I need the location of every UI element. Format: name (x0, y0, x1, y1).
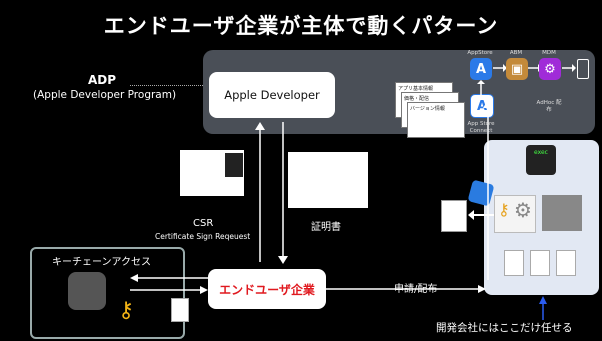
exec-icon: exec (526, 145, 556, 175)
csr-label: CSR (193, 218, 214, 229)
arrow-appstore-abm (493, 64, 507, 72)
dev-company-note: 開発会社にはここだけ任せる (436, 322, 573, 334)
doc-version: バージョン情報 (407, 102, 465, 138)
keychain-enduser-arrows (130, 274, 208, 294)
mdm-label: MDM (542, 50, 556, 56)
certificate-label: 証明書 (311, 222, 341, 233)
diagram-title: エンドユーザ企業が主体で動くパターン (103, 14, 499, 38)
appstore-icon: A (470, 58, 492, 80)
arrow-up-to-appstore-connect (483, 100, 493, 280)
mobileprovision-icon (494, 195, 536, 233)
arrow-to-developer-panel (326, 285, 486, 293)
appstore-label: AppStore (467, 50, 493, 56)
csr-sublabel: Certificate Sign Reqeuest (155, 232, 251, 241)
adp-label: ADP (88, 73, 117, 87)
adp-subtitle: (Apple Developer Program) (33, 89, 177, 101)
ipa-file-icon (441, 200, 467, 232)
arrow-up-to-developer (255, 122, 265, 262)
csr-file-icon (224, 152, 244, 178)
jpg-file-icon (504, 250, 524, 276)
private-key-icon: ⚷ (118, 298, 135, 323)
end-user-company-box: エンドユーザ企業 (208, 269, 326, 309)
app-store-connect-label: App Store Connect (467, 121, 495, 134)
settings-gear-icon: ⚙ (514, 198, 532, 222)
keychain-access-icon (68, 272, 106, 310)
csr-output-file-icon (171, 298, 189, 322)
adhoc-label: AdHoc 配布 (536, 100, 562, 113)
certificate-file-icon (542, 195, 582, 231)
device-icon (577, 59, 589, 79)
mp4-file-icon (530, 250, 550, 276)
macbook-frame (30, 247, 185, 339)
adp-dotted-connector (130, 85, 205, 86)
apply-distribute-label: 申請/配布 (394, 284, 438, 295)
arrow-down-to-enduser (278, 122, 288, 264)
keychain-access-label: キーチェーンアクセス (52, 257, 151, 268)
apple-developer-box: Apple Developer (209, 72, 335, 118)
arrow-mdm-device (562, 64, 576, 72)
certificate-document (288, 152, 368, 208)
briefcase-icon: ▣ (506, 58, 528, 80)
arrow-up-dev-company (539, 296, 547, 320)
arrow-connect-appstore (477, 80, 485, 96)
doc-file-icon (556, 250, 576, 276)
abm-label: ABM (509, 50, 523, 56)
key-icon: ⚷ (498, 200, 510, 219)
gear-icon: ⚙ (539, 58, 561, 80)
